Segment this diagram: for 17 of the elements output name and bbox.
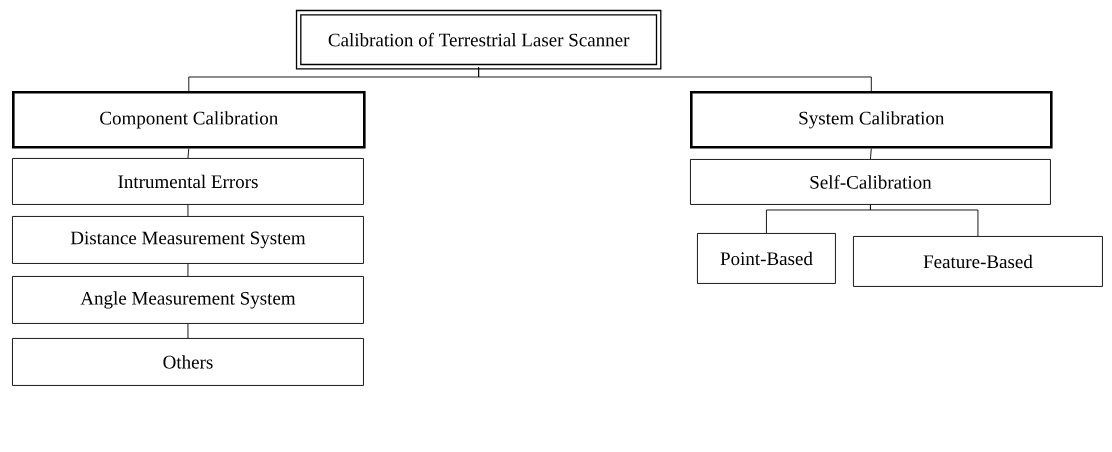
connector-line <box>870 148 872 160</box>
title-box: Calibration of Terrestrial Laser Scanner <box>295 9 662 70</box>
item-box: Angle Measurement System <box>12 276 364 324</box>
connector-line <box>187 323 189 339</box>
connector-line <box>870 204 979 237</box>
connector-line <box>187 148 190 159</box>
connector-line <box>187 204 189 217</box>
item-box: Distance Measurement System <box>12 216 364 264</box>
item-box: Point-Based <box>697 233 836 284</box>
category-box: System Calibration <box>690 91 1053 149</box>
item-box: Self-Calibration <box>690 159 1051 205</box>
category-box: Component Calibration <box>12 91 366 149</box>
item-box: Intrumental Errors <box>12 158 364 205</box>
item-box: Feature-Based <box>853 236 1103 287</box>
connector-line <box>187 263 189 277</box>
connector-line <box>478 66 872 92</box>
item-box: Others <box>12 338 364 386</box>
